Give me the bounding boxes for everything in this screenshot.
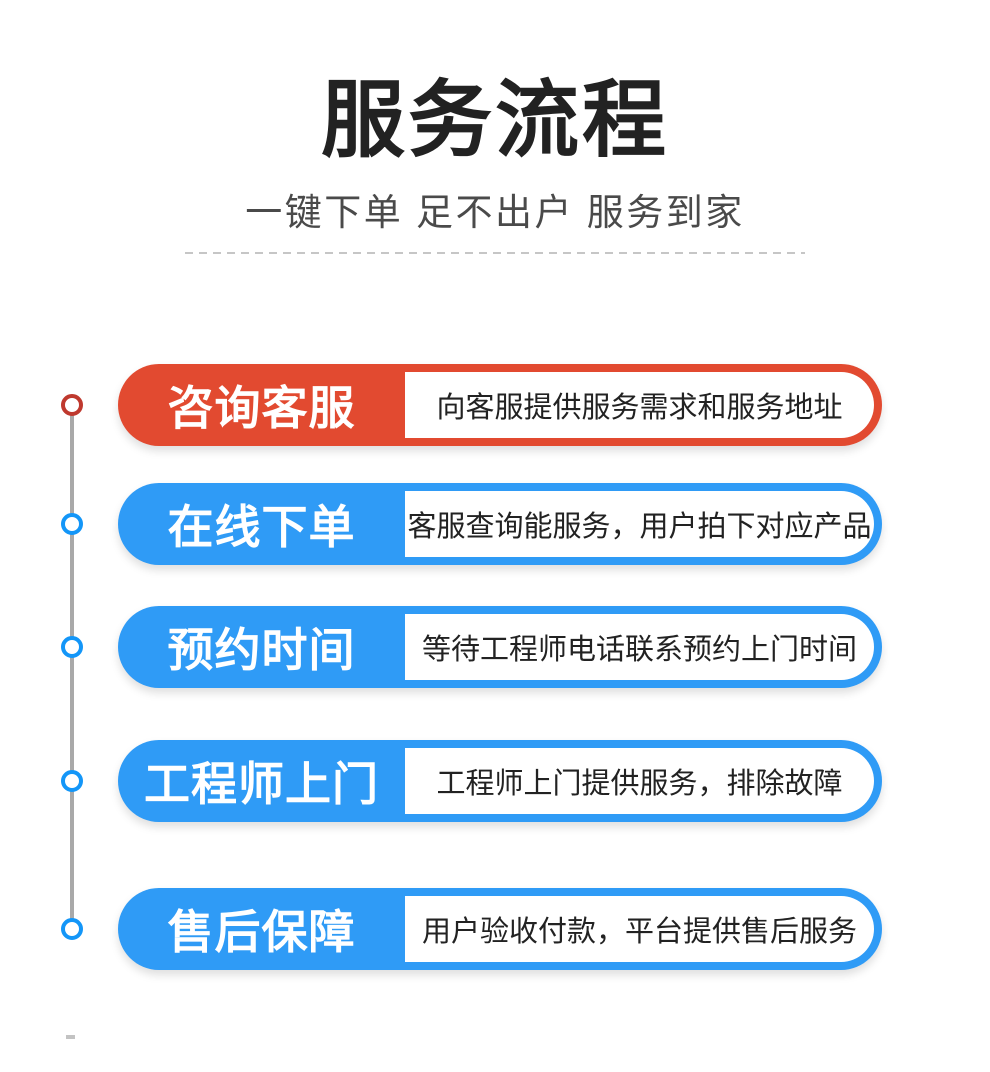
step-label: 售后保障 (167, 906, 356, 958)
step-description: 向客服提供服务需求和服务地址 (405, 372, 874, 438)
step-label: 在线下单 (167, 501, 356, 553)
step-label: 预约时间 (167, 624, 356, 676)
step-description: 用户验收付款，平台提供售后服务 (405, 896, 874, 962)
timeline-dot-5 (61, 918, 83, 940)
page-title: 服务流程 (320, 73, 669, 167)
stray-mark (66, 1035, 75, 1039)
dashed-divider (185, 252, 805, 254)
timeline-dot-2 (61, 513, 83, 535)
step-description: 客服查询能服务，用户拍下对应产品 (405, 491, 874, 557)
timeline-dot-1 (61, 394, 83, 416)
step-pill-aftersales: 售后保障 用户验收付款，平台提供售后服务 (118, 888, 882, 970)
page-subtitle: 一键下单 足不出户 服务到家 (245, 192, 745, 233)
step-description: 等待工程师电话联系预约上门时间 (405, 614, 874, 680)
step-description: 工程师上门提供服务，排除故障 (405, 748, 874, 814)
timeline-dot-4 (61, 770, 83, 792)
step-pill-appointment: 预约时间 等待工程师电话联系预约上门时间 (118, 606, 882, 688)
timeline-line (70, 407, 74, 929)
step-pill-engineer-visit: 工程师上门 工程师上门提供服务，排除故障 (118, 740, 882, 822)
step-label: 咨询客服 (167, 382, 356, 434)
step-pill-order: 在线下单 客服查询能服务，用户拍下对应产品 (118, 483, 882, 565)
step-label: 工程师上门 (144, 758, 379, 810)
step-pill-consult: 咨询客服 向客服提供服务需求和服务地址 (118, 364, 882, 446)
timeline-dot-3 (61, 636, 83, 658)
